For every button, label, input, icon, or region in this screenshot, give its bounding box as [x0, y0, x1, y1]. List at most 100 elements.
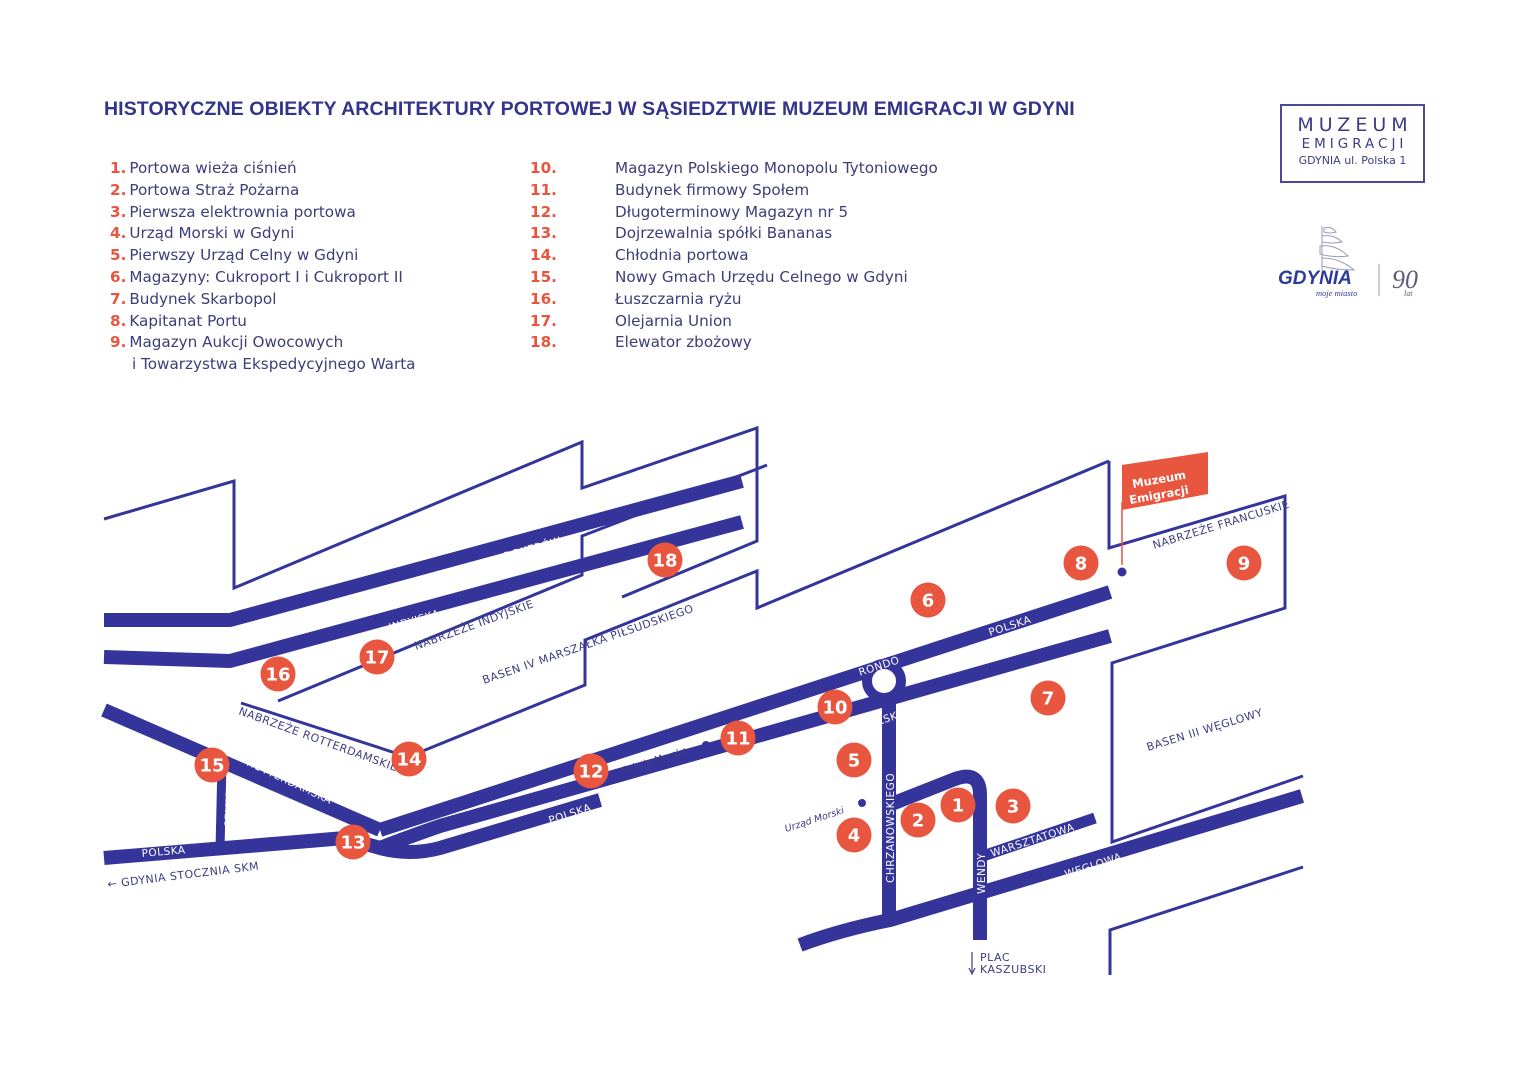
legend-item-12: 12.Długoterminowy Magazyn nr 5: [530, 202, 938, 224]
poi-marker-2[interactable]: 2: [900, 802, 936, 838]
museum-logo-line2: EMIGRACJI: [1301, 136, 1408, 152]
gdynia-city-logo: GDYNIA moje miasto 90 lat: [1278, 226, 1418, 298]
poi-marker-circle[interactable]: [995, 788, 1031, 824]
poi-marker-number: 5: [848, 751, 861, 772]
legend-number: 16.: [530, 289, 557, 308]
legend-item-13: 13.Dojrzewalnia spółki Bananas: [530, 223, 938, 245]
road-label-wendy: WENDY: [976, 853, 988, 894]
poi-marker-16[interactable]: 16: [260, 656, 296, 692]
poi-marker-14[interactable]: 14: [391, 741, 427, 777]
legend-label: Magazyn Aukcji Owocowych: [129, 333, 344, 352]
legend-number: 18.: [530, 333, 557, 352]
poi-marker-circle[interactable]: [260, 656, 296, 692]
poi-marker-circle[interactable]: [900, 802, 936, 838]
poi-marker-circle[interactable]: [910, 582, 946, 618]
poi-marker-circle[interactable]: [817, 689, 853, 725]
poi-marker-number: 6: [922, 591, 935, 612]
legend-number: 10.: [530, 159, 557, 177]
poi-marker-8[interactable]: 8: [1063, 545, 1099, 581]
poi-marker-number: 16: [265, 665, 290, 686]
legend-item-10: 10.Magazyn Polskiego Monopolu Tytonioweg…: [530, 158, 938, 180]
poi-marker-circle[interactable]: [359, 639, 395, 675]
legend-label: Portowa Straż Pożarna: [129, 180, 300, 199]
poi-marker-circle[interactable]: [1063, 545, 1099, 581]
legend-right: 10.Magazyn Polskiego Monopolu Tytonioweg…: [530, 158, 938, 354]
poi-marker-15[interactable]: 15: [194, 747, 230, 783]
poi-marker-number: 4: [848, 826, 861, 847]
poi-marker-11[interactable]: 11: [720, 720, 756, 756]
poi-marker-number: 1: [952, 796, 965, 817]
poi-marker-circle[interactable]: [335, 824, 371, 860]
poi-marker-17[interactable]: 17: [359, 639, 395, 675]
museum-location-dot: [1117, 567, 1127, 577]
poi-marker-6[interactable]: 6: [910, 582, 946, 618]
legend-item-3: 3.Pierwsza elektrownia portowa: [110, 202, 415, 224]
poi-marker-circle[interactable]: [194, 747, 230, 783]
legend-item-17: 17.Olejarnia Union: [530, 311, 938, 333]
poi-marker-7[interactable]: 7: [1030, 680, 1066, 716]
poi-marker-1[interactable]: 1: [940, 787, 976, 823]
label-urzad-morski: Urząd Morski: [784, 805, 846, 835]
legend-label: Nowy Gmach Urzędu Celnego w Gdyni: [615, 267, 908, 286]
legend-number: 15.: [530, 267, 557, 286]
museum-logo-line1: MUZEUM: [1297, 114, 1413, 136]
road-dokerow: [104, 474, 744, 627]
road-label-warsztatowa: WARSZTATOWA: [989, 821, 1076, 859]
legend-label: Pierwszy Urząd Celny w Gdyni: [129, 246, 359, 265]
legend-number: 17.: [530, 311, 557, 330]
poi-marker-number: 9: [1238, 554, 1251, 575]
poi-marker-13[interactable]: 13: [335, 824, 371, 860]
poi-marker-number: 15: [199, 756, 224, 777]
legend-label: Portowa wieża ciśnień: [129, 159, 297, 177]
legend-item-5: 5.Pierwszy Urząd Celny w Gdyni: [110, 245, 415, 267]
legend-label: Łuszczarnia ryżu: [615, 289, 742, 308]
roads: [101, 474, 1305, 952]
poi-marker-number: 7: [1042, 689, 1055, 710]
poi-marker-9[interactable]: 9: [1226, 545, 1262, 581]
poi-marker-number: 8: [1075, 554, 1088, 575]
poi-marker-circle[interactable]: [940, 787, 976, 823]
poi-marker-5[interactable]: 5: [836, 742, 872, 778]
legend-item-1: 1.Portowa wieża ciśnień: [110, 158, 415, 180]
quay-outlines: [103, 425, 1304, 975]
poi-marker-number: 2: [912, 811, 925, 832]
legend-number: 4.: [110, 224, 127, 243]
quay-outline-south: [1108, 865, 1304, 975]
poi-marker-3[interactable]: 3: [995, 788, 1031, 824]
poi-marker-12[interactable]: 12: [573, 753, 609, 789]
label-gdynia-stocznia: ← GDYNIA STOCZNIA SKM: [107, 859, 260, 890]
poi-marker-circle[interactable]: [647, 542, 683, 578]
poi-marker-circle[interactable]: [836, 817, 872, 853]
poi-marker-circle[interactable]: [720, 720, 756, 756]
legend-item-7: 7.Budynek Skarbopol: [110, 289, 415, 311]
poi-marker-circle[interactable]: [1030, 680, 1066, 716]
anniversary-suffix: lat: [1404, 289, 1413, 298]
poi-marker-18[interactable]: 18: [647, 542, 683, 578]
anniversary-number: 90: [1392, 265, 1418, 294]
poi-marker-circle[interactable]: [391, 741, 427, 777]
legend-label: Urząd Morski w Gdyni: [129, 224, 295, 243]
legend-item-8: 8.Kapitanat Portu: [110, 311, 415, 333]
poi-marker-circle[interactable]: [573, 753, 609, 789]
legend-number: 6.: [110, 267, 127, 286]
legend-number: 8.: [110, 311, 127, 330]
legend-label: Kapitanat Portu: [129, 311, 247, 330]
poi-marker-number: 18: [652, 551, 677, 572]
legend-number: 3.: [110, 202, 127, 221]
poi-marker-number: 13: [340, 833, 365, 854]
poi-marker-10[interactable]: 10: [817, 689, 853, 725]
poi-marker-circle[interactable]: [836, 742, 872, 778]
rondo-roundabout: [862, 659, 906, 703]
legend-label: Chłodnia portowa: [615, 246, 749, 265]
poi-marker-circle[interactable]: [1226, 545, 1262, 581]
gdynia-wordmark: GDYNIA: [1278, 268, 1352, 289]
legend-number: 12.: [530, 202, 557, 221]
legend-item-16: 16. Łuszczarnia ryżu: [530, 289, 938, 311]
gdynia-tagline: moje miasto: [1316, 288, 1357, 298]
area-label-basen-iii: BASEN III WĘGLOWY: [1145, 706, 1264, 754]
legend-number: 7.: [110, 289, 127, 308]
legend-item-6: 6.Magazyny: Cukroport I i Cukroport II: [110, 267, 415, 289]
poi-marker-4[interactable]: 4: [836, 817, 872, 853]
road-rotterdamska: [101, 703, 383, 837]
